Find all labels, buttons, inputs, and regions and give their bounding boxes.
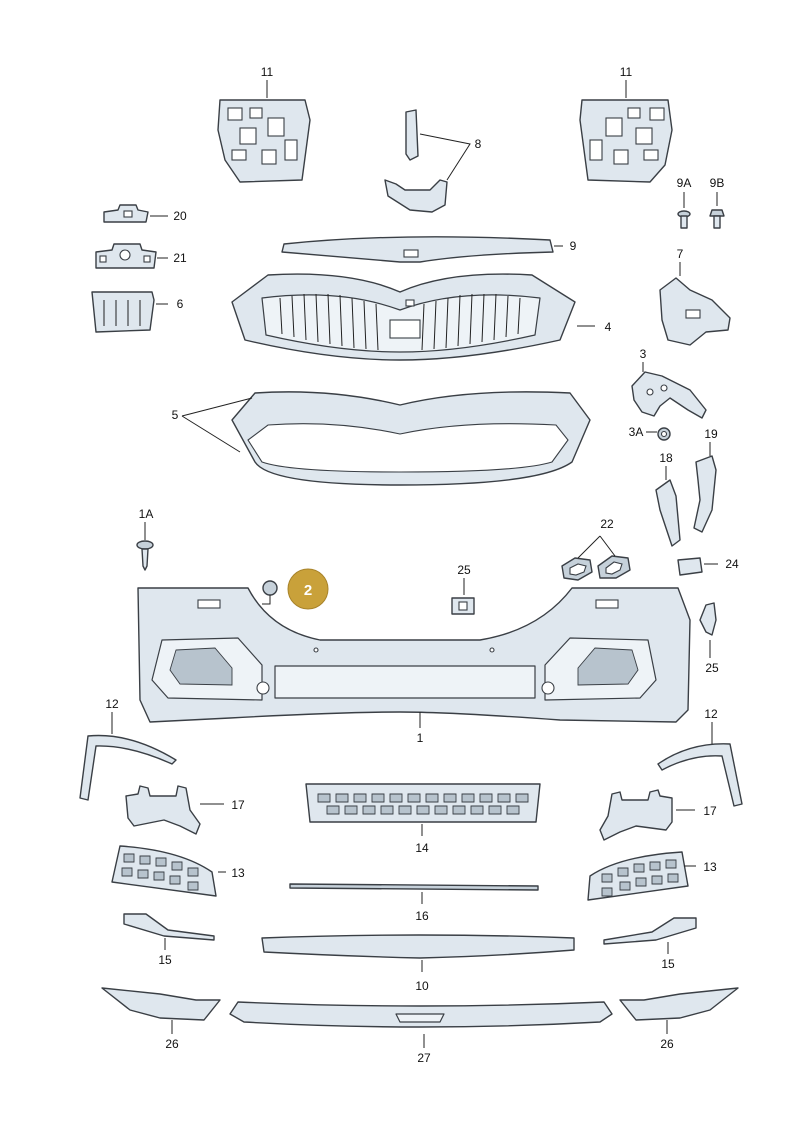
- part-1a-screw: [136, 540, 154, 571]
- part-18-strip: [655, 479, 681, 547]
- callout-6: 6: [177, 297, 184, 311]
- part-11-right-bracket: [579, 99, 673, 183]
- part-26-left-corner: [101, 987, 221, 1021]
- callout-12-right: 12: [704, 707, 718, 721]
- callout-26-left: 26: [165, 1037, 179, 1051]
- part-12-left-trim: [79, 734, 177, 801]
- part-5-frame: [231, 391, 591, 486]
- part-4-grille: [231, 273, 576, 361]
- callout-9: 9: [570, 239, 577, 253]
- callout-25-top: 25: [457, 563, 471, 577]
- badge-number: 2: [304, 582, 312, 599]
- part-15-right-trim: [603, 917, 697, 945]
- part-26-right-corner: [619, 987, 739, 1021]
- part-25-side-clip: [699, 602, 717, 636]
- callout-4: 4: [605, 320, 612, 334]
- part-13-left-grille: [111, 845, 217, 897]
- part-21-mount: [95, 243, 157, 269]
- callout-9b: 9B: [710, 176, 725, 190]
- part-3-bracket: [631, 371, 707, 419]
- part-2-grommet: [262, 580, 278, 605]
- callout-18: 18: [659, 451, 673, 465]
- callout-3a: 3A: [629, 425, 644, 439]
- part-20-mount: [103, 204, 149, 223]
- callout-5: 5: [172, 408, 179, 422]
- callout-16: 16: [415, 909, 429, 923]
- callout-1a: 1A: [139, 507, 154, 521]
- callout-21: 21: [173, 251, 187, 265]
- callout-13-right: 13: [703, 860, 717, 874]
- callout-13-left: 13: [231, 866, 245, 880]
- callout-17-right: 17: [703, 804, 717, 818]
- part-13-right-grille: [587, 851, 689, 901]
- callout-14: 14: [415, 841, 429, 855]
- part-6-cover: [91, 291, 155, 333]
- callout-17-left: 17: [231, 798, 245, 812]
- callout-9a: 9A: [677, 176, 692, 190]
- callout-10: 10: [415, 979, 429, 993]
- part-17-left-bracket: [125, 785, 201, 835]
- part-9a-screw: [677, 210, 691, 229]
- part-15-left-trim: [123, 913, 215, 941]
- part-19-strip: [693, 455, 717, 533]
- part-3a-nut: [657, 427, 671, 441]
- callout-11-right: 11: [620, 65, 633, 79]
- part-14-lower-grille: [305, 783, 541, 823]
- part-8-guide: [384, 109, 448, 213]
- part-24-cap: [677, 557, 703, 576]
- honeycomb-pattern: [317, 793, 529, 815]
- part-9-trim-strip: [281, 236, 554, 263]
- part-1-bumper: [137, 587, 691, 723]
- callout-12-left: 12: [105, 697, 119, 711]
- part-22-caps: [561, 555, 631, 581]
- callout-8: 8: [475, 137, 482, 151]
- callout-1: 1: [417, 731, 424, 745]
- callout-7: 7: [677, 247, 684, 261]
- part-12-right-trim: [657, 743, 743, 807]
- callout-20: 20: [173, 209, 187, 223]
- callout-15-left: 15: [158, 953, 172, 967]
- callout-11-left: 11: [261, 65, 274, 79]
- callout-25-bottom: 25: [705, 661, 719, 675]
- part-16-strip: [289, 883, 539, 891]
- callout-19: 19: [704, 427, 718, 441]
- callout-27: 27: [417, 1051, 431, 1065]
- part-25-center-clip: [451, 597, 475, 615]
- part-9b-clip: [709, 209, 725, 229]
- callout-26-right: 26: [660, 1037, 674, 1051]
- callout-3: 3: [640, 347, 647, 361]
- grille-vanes: [279, 293, 521, 351]
- position-badge[interactable]: 2: [287, 568, 329, 610]
- part-7-bracket: [659, 277, 731, 346]
- part-11-left-bracket: [217, 99, 311, 183]
- callout-24: 24: [725, 557, 739, 571]
- part-27-spoiler: [229, 1001, 613, 1028]
- callout-22: 22: [600, 517, 614, 531]
- callout-15-right: 15: [661, 957, 675, 971]
- part-10-lower-lip: [261, 934, 575, 959]
- part-17-right-bracket: [599, 789, 673, 841]
